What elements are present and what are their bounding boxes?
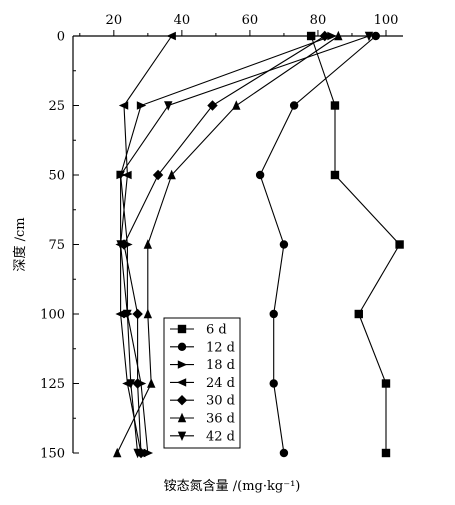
data-point	[133, 448, 142, 459]
data-point	[330, 101, 340, 110]
data-point	[143, 239, 153, 249]
data-point	[167, 169, 176, 180]
y-tick-label: 75	[48, 238, 65, 253]
legend-marker	[177, 342, 187, 351]
data-point	[118, 101, 129, 110]
data-point	[136, 101, 147, 110]
legend-marker	[176, 378, 187, 387]
data-point	[152, 169, 164, 181]
legend-entry: 36 d	[170, 412, 235, 427]
data-point	[126, 379, 136, 389]
data-point	[371, 31, 380, 41]
data-point	[123, 309, 132, 320]
legend-label: 18 d	[206, 358, 235, 373]
y-tick-label: 150	[40, 447, 65, 462]
y-tick-label: 50	[48, 169, 65, 184]
legend-box	[163, 317, 241, 449]
series-42d	[116, 31, 374, 459]
data-point	[269, 309, 278, 319]
data-point	[132, 378, 143, 389]
legend-marker	[177, 412, 187, 423]
data-point	[279, 240, 289, 249]
data-point	[132, 308, 143, 320]
data-point	[122, 170, 132, 180]
legend-label: 36 d	[206, 412, 235, 427]
data-point	[143, 308, 153, 319]
data-point	[269, 379, 278, 388]
legend-label: 24 d	[206, 376, 235, 391]
x-tick-label: 40	[174, 13, 191, 28]
data-point	[147, 378, 156, 388]
legend-label: 42 d	[206, 429, 235, 444]
data-point	[306, 31, 316, 41]
data-point	[116, 170, 125, 181]
data-point	[381, 448, 391, 458]
series-36d	[113, 30, 343, 458]
legend-label: 30 d	[206, 394, 235, 409]
y-tick-label: 25	[48, 99, 65, 114]
legend-entry: 6 d	[170, 323, 227, 338]
x-tick-label: 20	[106, 13, 123, 28]
y-tick-label: 100	[40, 308, 65, 323]
series-6d	[306, 31, 404, 458]
legend-entry: 12 d	[170, 340, 235, 355]
series-lines	[113, 30, 404, 459]
axes: 20 40 60 80 100 0 25 50 75 100 125 150 铵态氮含量 /(mg·kg…	[12, 13, 403, 494]
data-point	[143, 448, 154, 458]
legend-entry: 18 d	[170, 358, 235, 373]
data-point	[334, 30, 343, 41]
data-point	[354, 309, 363, 319]
legend-entry: 24 d	[170, 376, 235, 391]
data-point	[381, 379, 391, 388]
y-axis-title: 深度 /cm	[12, 217, 28, 271]
y-tick-label: 125	[40, 377, 65, 392]
x-tick-label: 60	[242, 13, 259, 28]
legend-entry: 30 d	[170, 394, 235, 409]
legend-marker	[177, 431, 187, 441]
data-point	[113, 447, 122, 458]
y-tick-label: 0	[57, 30, 65, 45]
legend-entry: 42 d	[170, 429, 235, 444]
data-point	[327, 31, 337, 41]
data-point	[118, 239, 130, 250]
data-point	[395, 240, 404, 249]
data-point	[330, 170, 340, 180]
data-point	[255, 170, 265, 180]
series-12d	[255, 31, 380, 458]
data-point	[289, 101, 299, 110]
x-axis-title: 铵态氮含量 /(mg·kg⁻¹)	[164, 478, 301, 494]
legend-marker	[177, 360, 188, 369]
data-point	[319, 30, 330, 42]
series-line	[259, 35, 377, 454]
data-point	[115, 309, 125, 319]
series-line	[120, 35, 370, 454]
data-point	[207, 100, 218, 111]
data-point	[166, 31, 176, 41]
x-tick-label: 100	[374, 13, 399, 28]
data-point	[164, 101, 173, 111]
data-point	[279, 448, 289, 458]
legend-marker	[176, 395, 188, 406]
legend-label: 6 d	[206, 323, 227, 338]
legend-marker	[177, 324, 187, 334]
data-point	[116, 240, 125, 250]
data-point	[364, 31, 374, 42]
legend-label: 12 d	[206, 340, 235, 355]
series-line	[310, 35, 401, 453]
x-tick-label: 80	[310, 13, 327, 28]
data-point	[232, 100, 241, 110]
legend: 6 d 12 d 18 d 24 d 30 d 36 d 42 d	[163, 317, 241, 449]
